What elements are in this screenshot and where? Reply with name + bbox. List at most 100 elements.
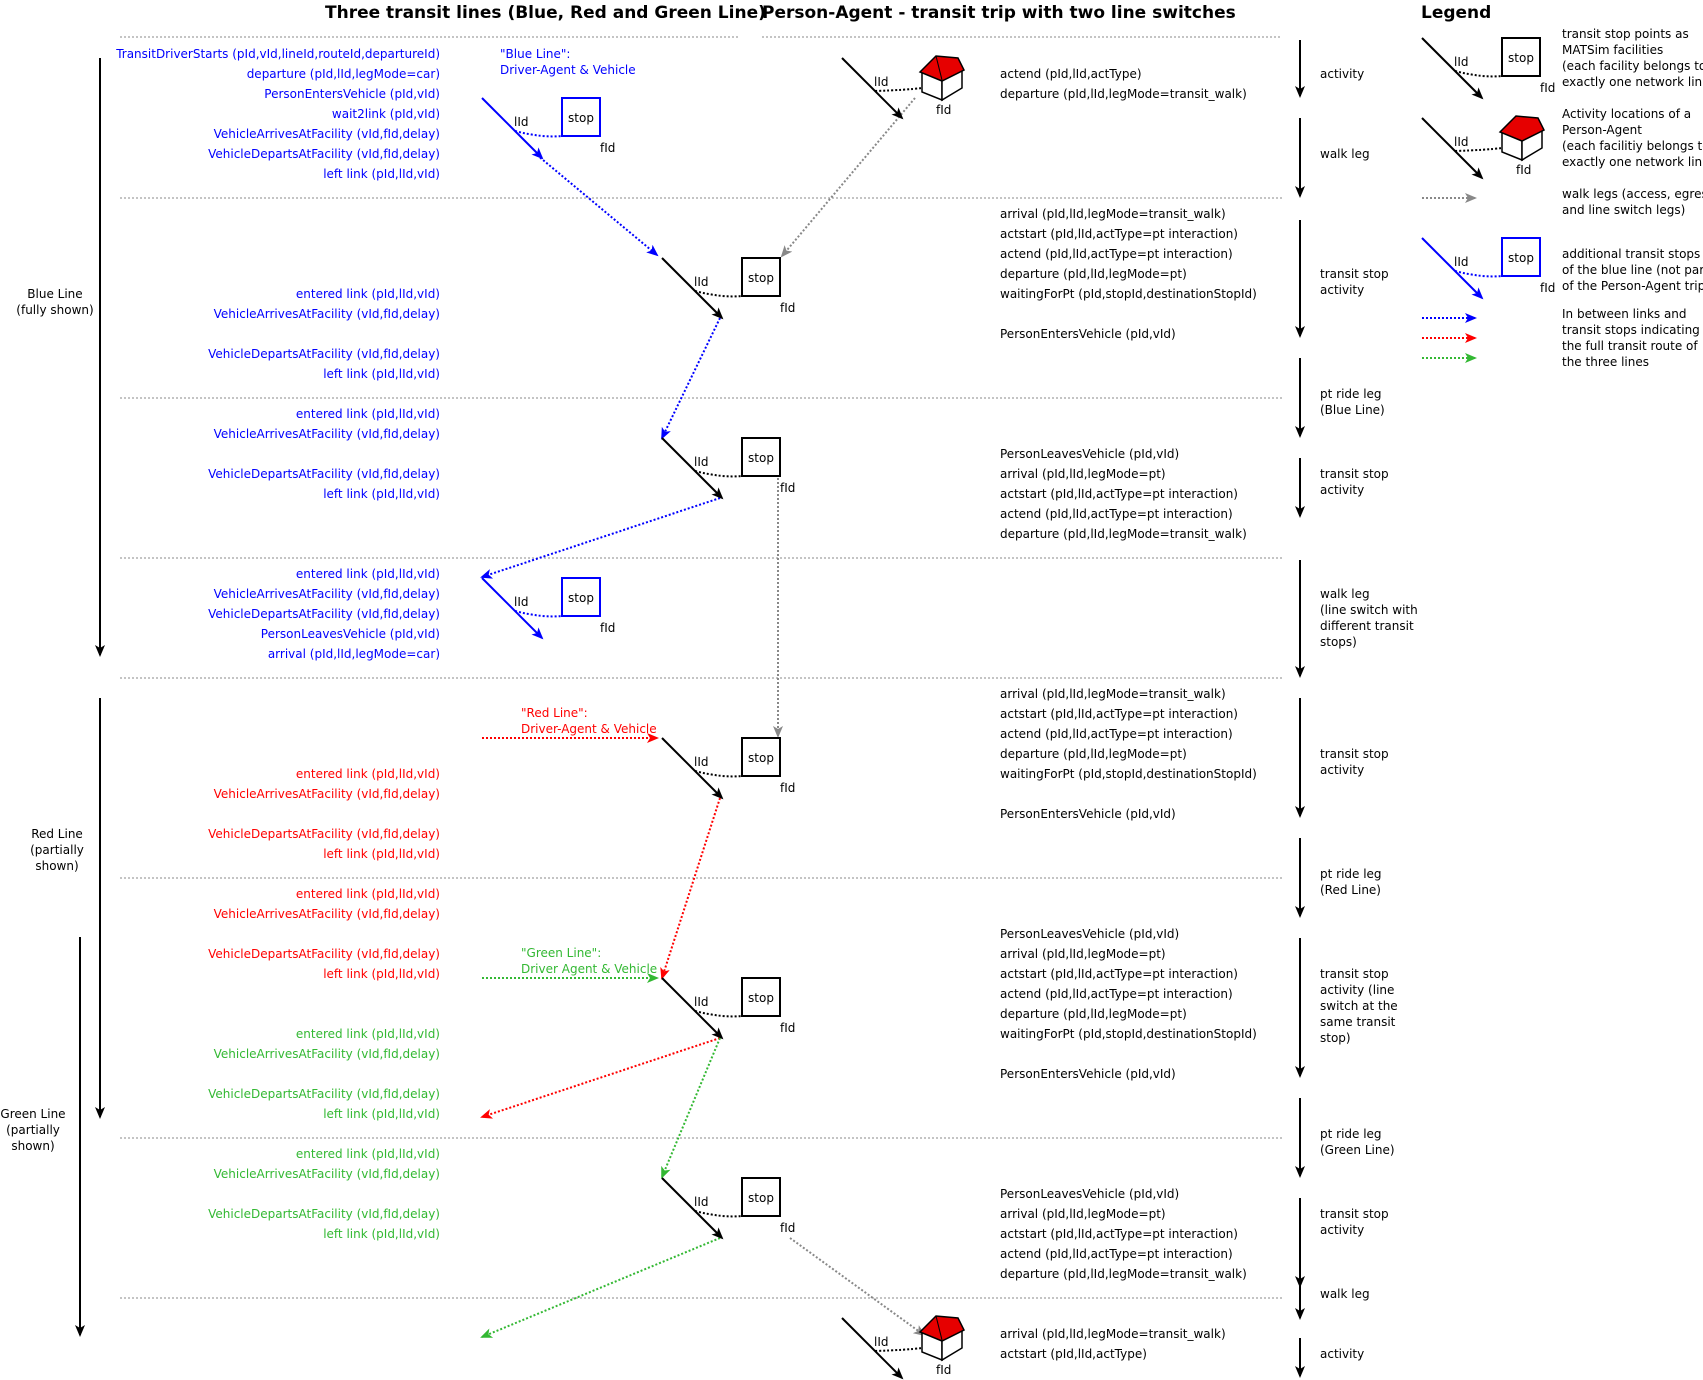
agent-events-a2-line: actstart (pId,lId,actType=pt interaction… <box>1000 227 1238 241</box>
facility-id-label: fId <box>780 481 795 495</box>
transit-events-green-stop1-line: entered link (pId,lId,vId) <box>296 1027 440 1041</box>
transit-events-red-stop2: entered link (pId,lId,vId)VehicleArrives… <box>208 887 440 981</box>
link-id-label: lId <box>694 1195 709 1209</box>
blue-line-name: "Blue Line":Driver-Agent & Vehicle <box>500 47 636 77</box>
agent-events-a3-line: departure (pId,lId,legMode=transit_walk) <box>1000 527 1247 541</box>
transit-events-green-stop1-line: VehicleDepartsAtFacility (vId,fId,delay) <box>208 1087 440 1101</box>
transit-events-blue-stop2-line: VehicleDepartsAtFacility (vId,fId,delay) <box>208 347 440 361</box>
phase-label-p3: transit stop activity <box>1320 267 1389 297</box>
agent-events-a5: PersonLeavesVehicle (pId,vId)arrival (pI… <box>1000 927 1257 1081</box>
legend-stop-box <box>1501 237 1541 277</box>
network-link-arrow <box>481 577 544 640</box>
phase-label-p8-line: pt ride leg <box>1320 867 1382 881</box>
transit-events-red-stop1-line: entered link (pId,lId,vId) <box>296 767 440 781</box>
transit-lines-header: Three transit lines (Blue, Red and Green… <box>325 3 766 23</box>
transit-events-red-stop1-line: VehicleArrivesAtFacility (vId,fId,delay) <box>214 787 440 801</box>
legend-link-arrow <box>1421 237 1484 300</box>
network-link-arrow <box>661 257 724 320</box>
facility-id-label: fId <box>780 301 795 315</box>
transit-events-blue-start: TransitDriverStarts (pId,vId,lineId,rout… <box>115 47 440 181</box>
phase-label-p2-line: walk leg <box>1320 147 1370 161</box>
stop-label: stop <box>568 111 594 125</box>
stop-box <box>741 977 781 1017</box>
transit-events-blue-start-line: left link (pId,lId,vId) <box>323 167 440 181</box>
stop-link-connector <box>514 130 563 138</box>
legend-facility-id: fId <box>1516 163 1531 177</box>
phase-label-p11-line: activity <box>1320 1223 1364 1237</box>
link-id-label: lId <box>874 75 889 89</box>
transit-events-blue-end-line: entered link (pId,lId,vId) <box>296 567 440 581</box>
phase-label-p9-line: transit stop <box>1320 967 1389 981</box>
network-link-arrow <box>661 977 724 1040</box>
legend-facility-id: fId <box>1540 81 1555 95</box>
red-line-name: "Red Line":Driver-Agent & Vehicle <box>521 706 657 736</box>
blue-route-segment <box>480 497 721 579</box>
phase-label-p5-line: activity <box>1320 483 1364 497</box>
house-roof <box>918 1315 966 1342</box>
legend-text-additional-stops-line: of the blue line (not part <box>1562 263 1703 277</box>
transit-events-red-stop1-line: VehicleDepartsAtFacility (vId,fId,delay) <box>208 827 440 841</box>
transit-events-blue-start-line: TransitDriverStarts (pId,vId,lineId,rout… <box>115 47 440 61</box>
stop-box <box>741 437 781 477</box>
blue-route-segment <box>661 317 721 440</box>
agent-events-a4: arrival (pId,lId,legMode=transit_walk)ac… <box>1000 687 1257 821</box>
legend-link-id: lId <box>1454 255 1469 269</box>
agent-events-a1-line: departure (pId,lId,legMode=transit_walk) <box>1000 87 1247 101</box>
red-route-segment <box>660 797 721 980</box>
legend-header: Legend <box>1421 3 1491 23</box>
phase-label-p9-line: same transit <box>1320 1015 1396 1029</box>
phase-label-p1: activity <box>1320 67 1364 81</box>
legend-connector <box>1454 147 1503 152</box>
phase-label-p6-line: walk leg <box>1320 587 1370 601</box>
transit-events-blue-end-line: VehicleDepartsAtFacility (vId,fId,delay) <box>208 607 440 621</box>
phase-label-p7-line: transit stop <box>1320 747 1389 761</box>
legend-text-transit-stop-line: transit stop points as <box>1562 27 1689 41</box>
facility-id-label: fId <box>600 621 615 635</box>
agent-events-a3-line: arrival (pId,lId,legMode=pt) <box>1000 467 1166 481</box>
network-link-arrow <box>661 1177 724 1240</box>
blue-line-label: Blue Line(fully shown) <box>16 287 93 317</box>
agent-events-a6-line: actstart (pId,lId,actType=pt interaction… <box>1000 1227 1238 1241</box>
red-route-segment <box>480 1037 721 1119</box>
legend-connector <box>1454 70 1503 78</box>
phase-label-p13-line: activity <box>1320 1347 1364 1361</box>
house-link-connector <box>874 1347 923 1352</box>
facility-id-label: fId <box>936 1363 951 1377</box>
link-id-label: lId <box>694 455 709 469</box>
transit-events-blue-stop3-line: entered link (pId,lId,vId) <box>296 407 440 421</box>
transit-events-blue-start-line: wait2link (pId,vId) <box>332 107 440 121</box>
phase-label-p9-line: stop) <box>1320 1031 1351 1045</box>
phase-label-p3-line: transit stop <box>1320 267 1389 281</box>
transit-events-green-stop1: entered link (pId,lId,vId)VehicleArrives… <box>208 1027 440 1121</box>
transit-events-green-stop2: entered link (pId,lId,vId)VehicleArrives… <box>208 1147 440 1241</box>
transit-events-green-stop2-line: left link (pId,lId,vId) <box>323 1227 440 1241</box>
transit-events-green-stop2-line: VehicleArrivesAtFacility (vId,fId,delay) <box>214 1167 440 1181</box>
stop-box <box>561 577 601 617</box>
transit-events-blue-stop2-line: left link (pId,lId,vId) <box>323 367 440 381</box>
link-id-label: lId <box>694 755 709 769</box>
phase-label-p3-line: activity <box>1320 283 1364 297</box>
facility-id-label: fId <box>780 1221 795 1235</box>
legend-connector <box>1454 270 1503 278</box>
agent-events-a2-line: PersonEntersVehicle (pId,vId) <box>1000 327 1176 341</box>
phase-label-p2: walk leg <box>1320 147 1370 161</box>
legend-text-walk-legs-line: walk legs (access, egress <box>1562 187 1703 201</box>
legend-text-activity-location-line: Person-Agent <box>1562 123 1642 137</box>
green-line-name: "Green Line":Driver Agent & Vehicle <box>521 946 657 976</box>
house-roof-ridge <box>935 55 943 81</box>
stop-box <box>561 97 601 137</box>
transit-events-blue-start-line: VehicleArrivesAtFacility (vId,fId,delay) <box>214 127 440 141</box>
link-id-label: lId <box>514 115 529 129</box>
network-link-arrow <box>841 1317 904 1380</box>
legend-text-transit-stop-line: MATSim facilities <box>1562 43 1663 57</box>
